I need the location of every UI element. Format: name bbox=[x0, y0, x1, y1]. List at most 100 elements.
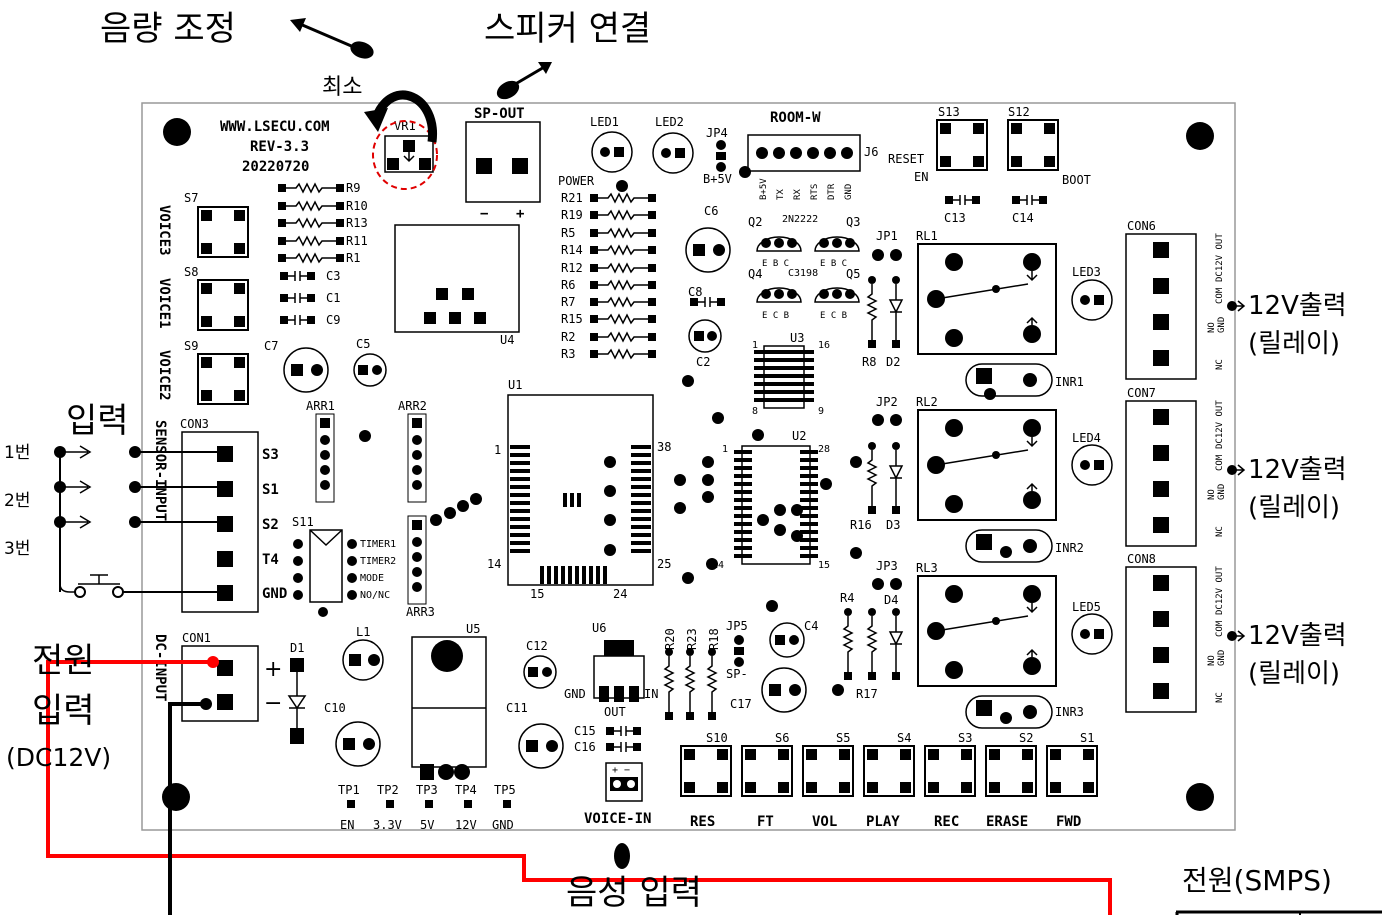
c17-capacitor bbox=[761, 667, 807, 713]
q-pnp-label: C3198 bbox=[788, 268, 818, 279]
j6-pin: RX bbox=[793, 189, 803, 200]
cap-label: C1 bbox=[326, 291, 340, 305]
inr2-indicator bbox=[965, 529, 1053, 563]
con7-label: CON7 bbox=[1127, 386, 1156, 400]
jp3-jumper[interactable] bbox=[872, 578, 902, 590]
pcb-board bbox=[141, 102, 1236, 831]
voice-input-pointer bbox=[614, 843, 630, 869]
power-input-label-3: (DC12V) bbox=[6, 743, 111, 772]
con1-plus: + bbox=[264, 657, 282, 682]
board-url: WWW.LSECU.COM bbox=[220, 119, 330, 135]
led4 bbox=[1071, 444, 1113, 486]
u1-label: U1 bbox=[508, 378, 522, 392]
ft-button[interactable] bbox=[741, 745, 793, 797]
s11-pin-label: MODE bbox=[360, 573, 384, 584]
con7-pin-labels: DC12V OUT COM NO GND NC bbox=[1207, 400, 1227, 537]
input-2-label: 2번 bbox=[4, 491, 30, 511]
u6-label: U6 bbox=[592, 621, 606, 635]
voice3-label: VOICE3 bbox=[156, 205, 172, 256]
sp-out-label: SP-OUT bbox=[474, 106, 525, 122]
jp2-jumper[interactable] bbox=[872, 414, 902, 426]
s11-dip-switch[interactable] bbox=[293, 529, 357, 603]
sp-out-connector[interactable] bbox=[465, 121, 541, 203]
con-pin-label: COM bbox=[1215, 620, 1225, 637]
tp-value: GND bbox=[492, 818, 514, 832]
erase-button[interactable] bbox=[985, 745, 1037, 797]
s13-label: S13 bbox=[938, 105, 960, 119]
j6-pin: RTS bbox=[810, 184, 820, 200]
u4-label: U4 bbox=[500, 333, 514, 347]
speaker-pointer bbox=[496, 62, 552, 100]
resistor-label: R13 bbox=[346, 216, 368, 230]
u3-ic bbox=[754, 345, 814, 409]
reset-label: RESET bbox=[888, 152, 924, 166]
jp4-jumper[interactable] bbox=[716, 140, 726, 172]
con-pin-label: NO bbox=[1207, 322, 1217, 333]
q4-label: Q4 bbox=[748, 267, 762, 281]
u3-pin: 8 bbox=[752, 406, 758, 417]
q2-label: Q2 bbox=[748, 215, 762, 229]
button-label: VOL bbox=[812, 814, 837, 830]
reset-button[interactable] bbox=[936, 119, 988, 171]
d1-diode bbox=[287, 658, 307, 744]
voice2-button[interactable] bbox=[197, 353, 249, 405]
c5-label: C5 bbox=[356, 337, 370, 351]
vr1-potentiometer[interactable] bbox=[384, 135, 434, 173]
u5-label: U5 bbox=[466, 622, 480, 636]
q3-transistor bbox=[814, 236, 860, 252]
rec-button[interactable] bbox=[924, 745, 976, 797]
con-pin-label: GND bbox=[1217, 317, 1227, 333]
u1-pin: 38 bbox=[657, 440, 671, 454]
u2-pin: 15 bbox=[818, 560, 830, 571]
c10-label: C10 bbox=[324, 701, 346, 715]
con-pin-label: NO bbox=[1207, 655, 1217, 666]
voice3-button[interactable] bbox=[197, 206, 249, 258]
rl1-relay bbox=[917, 243, 1057, 355]
play-button[interactable] bbox=[863, 745, 915, 797]
res-button[interactable] bbox=[680, 745, 732, 797]
q-npn-label: 2N2222 bbox=[782, 214, 818, 225]
led2 bbox=[652, 132, 694, 174]
s11-pin-label: NO/NC bbox=[360, 590, 390, 601]
l1-inductor bbox=[342, 639, 384, 681]
button-id: S2 bbox=[1019, 731, 1033, 745]
via bbox=[766, 600, 778, 612]
con1-dc-input[interactable] bbox=[181, 645, 259, 722]
resistor-label: R12 bbox=[561, 261, 583, 275]
vias-group bbox=[430, 412, 862, 584]
via bbox=[739, 166, 751, 178]
con8-connector[interactable] bbox=[1125, 566, 1197, 713]
jp5-jumper[interactable] bbox=[734, 635, 744, 667]
tp-label: TP4 bbox=[455, 783, 477, 797]
output-12v-label: 12V출력 bbox=[1248, 455, 1347, 485]
resistor-label: R15 bbox=[561, 312, 583, 326]
con1-label: CON1 bbox=[182, 631, 211, 645]
led1-label: LED1 bbox=[590, 115, 619, 129]
voice1-button[interactable] bbox=[197, 279, 249, 331]
con3-pin: S1 bbox=[262, 482, 279, 498]
boot-button[interactable] bbox=[1007, 119, 1059, 171]
cap-label: C3 bbox=[326, 269, 340, 283]
inr1-indicator bbox=[965, 363, 1053, 397]
c2-capacitor bbox=[688, 319, 722, 353]
resistor-label: R6 bbox=[561, 278, 575, 292]
c5-capacitor bbox=[353, 353, 387, 387]
resistor-label: R11 bbox=[346, 234, 368, 248]
resistor-label: R21 bbox=[561, 191, 583, 205]
button-id: S5 bbox=[836, 731, 850, 745]
d2-label: D2 bbox=[886, 355, 900, 369]
arr1-label: ARR1 bbox=[306, 399, 335, 413]
vol-button[interactable] bbox=[802, 745, 854, 797]
con7-connector[interactable] bbox=[1125, 400, 1197, 547]
q2-transistor bbox=[756, 236, 802, 252]
input-1-label: 1번 bbox=[4, 443, 30, 463]
fwd-button[interactable] bbox=[1046, 745, 1098, 797]
voice-in-connector[interactable] bbox=[605, 762, 643, 802]
con6-label: CON6 bbox=[1127, 219, 1156, 233]
sensor-input-label: SENSOR-INPUT bbox=[152, 420, 168, 521]
j6-connector[interactable] bbox=[747, 134, 861, 172]
rl2-label: RL2 bbox=[916, 395, 938, 409]
con6-connector[interactable] bbox=[1125, 233, 1197, 380]
jp1-jumper[interactable] bbox=[872, 249, 902, 261]
u1-pin: 25 bbox=[657, 557, 671, 571]
